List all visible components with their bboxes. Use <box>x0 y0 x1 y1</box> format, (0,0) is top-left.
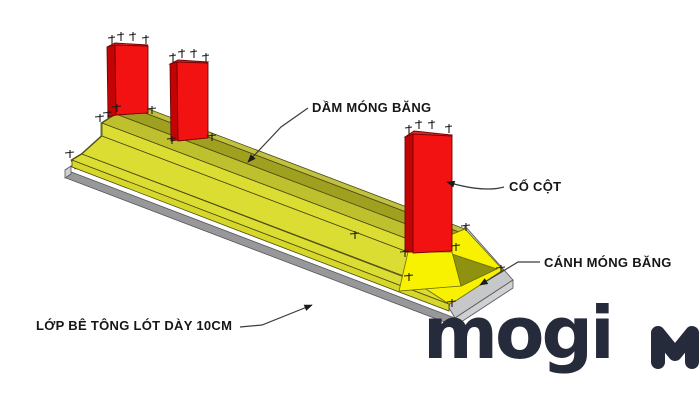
leader-column-neck <box>446 180 505 190</box>
label-wing: CÁNH MÓNG BĂNG <box>544 255 672 270</box>
rebar-ticks <box>64 32 506 307</box>
leader-wing <box>479 261 540 286</box>
leader-lines <box>239 107 540 328</box>
column-stubs <box>106 42 454 254</box>
mogi-logo-text: mogi <box>423 291 615 375</box>
slab-left-end-face <box>64 165 72 179</box>
pedestal-front-face <box>398 251 462 292</box>
strip-footing <box>70 104 504 312</box>
label-column-neck: CỔ CỘT <box>509 179 562 194</box>
label-beam: DẦM MÓNG BĂNG <box>312 100 432 115</box>
column3-side-face <box>404 133 414 253</box>
mogi-m-logo-icon <box>651 326 699 369</box>
column1-front-face <box>114 44 149 116</box>
column2-front-face <box>176 61 209 142</box>
leader-beam <box>247 107 309 163</box>
rebar-tick-group <box>64 32 506 307</box>
slab-right-end-face <box>454 279 514 327</box>
column3-front-face <box>412 133 453 254</box>
label-lining-layer: LỚP BÊ TÔNG LÓT DÀY 10CM <box>36 318 233 333</box>
leader-lining <box>239 304 313 328</box>
